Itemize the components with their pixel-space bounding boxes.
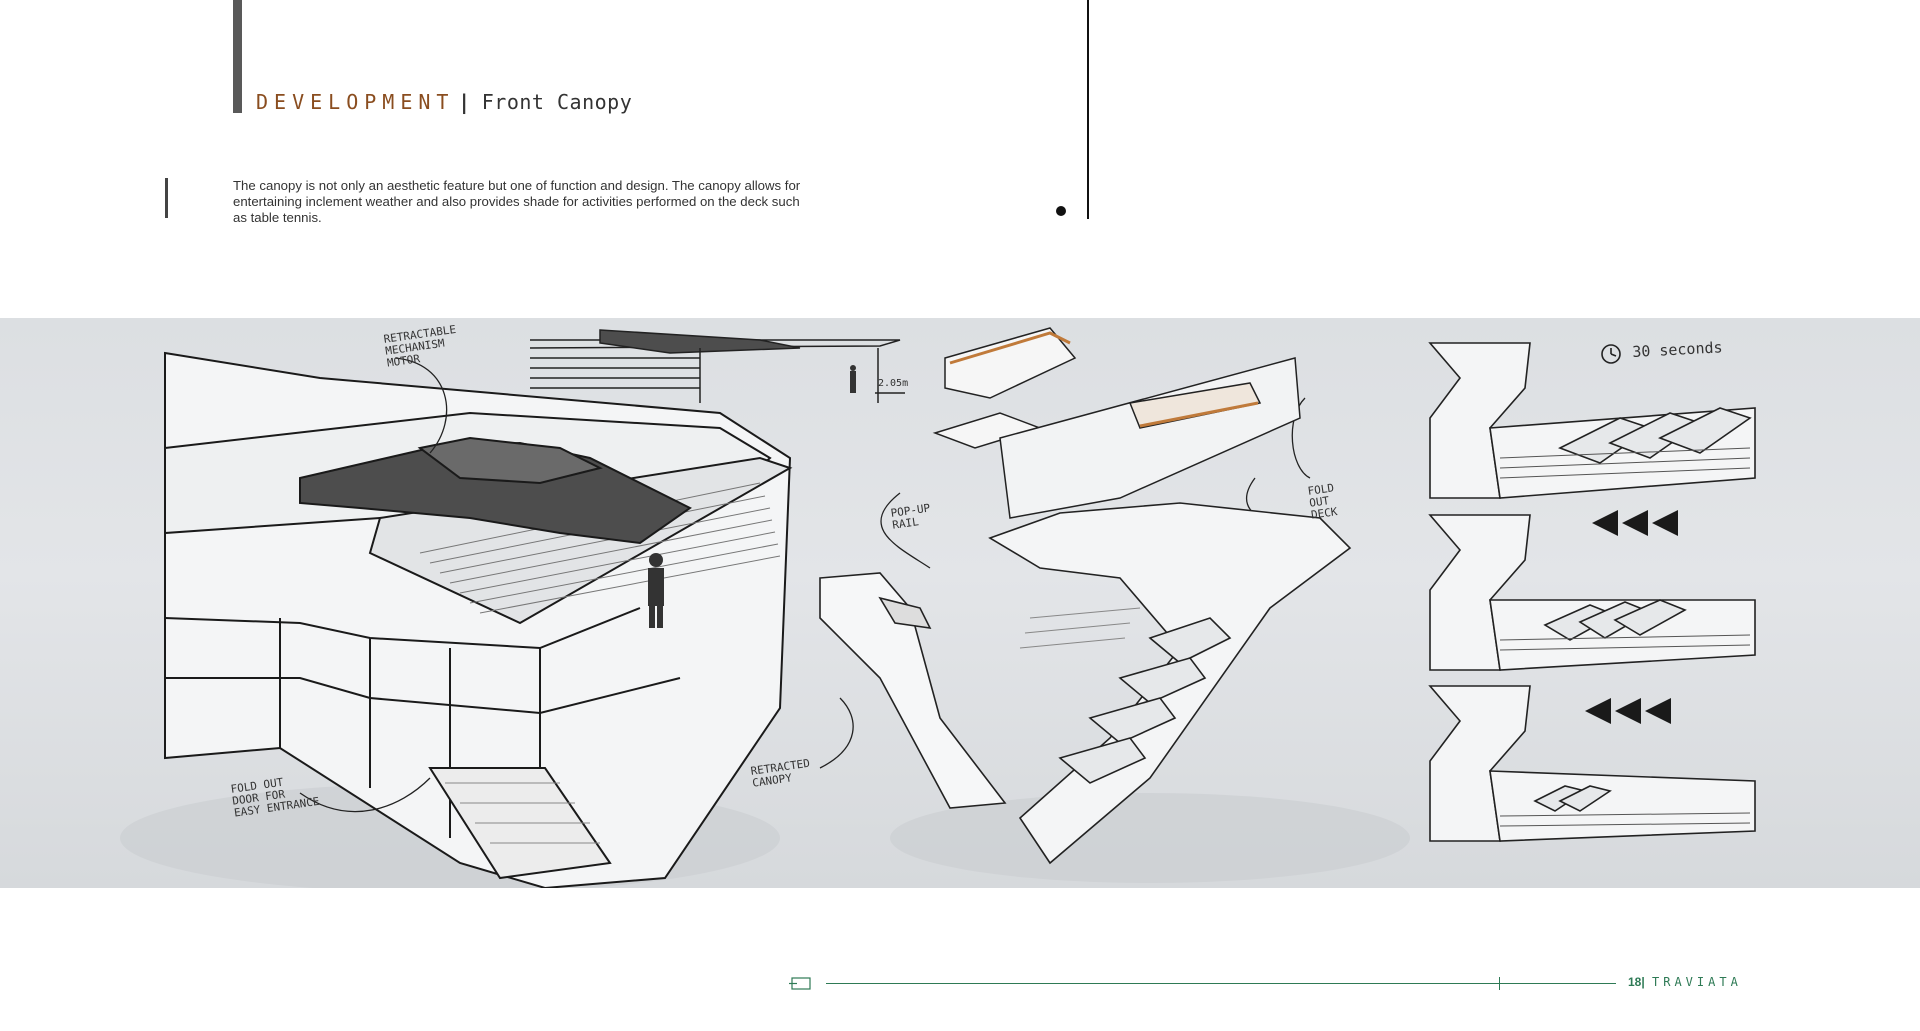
canopy-sequence-sketches bbox=[1428, 342, 1756, 842]
body-paragraph: The canopy is not only an aesthetic feat… bbox=[233, 178, 801, 225]
footer-rectangle-icon bbox=[789, 977, 811, 990]
pop-up-rail-sketch bbox=[932, 327, 1301, 519]
main-deck-sketch bbox=[164, 351, 793, 888]
title-accent-bar bbox=[233, 0, 242, 113]
page-number: 18| bbox=[1628, 975, 1645, 989]
heading-section: DEVELOPMENT bbox=[256, 90, 455, 114]
footer-rule-tick bbox=[1499, 977, 1500, 990]
sequence-frame-1 bbox=[1428, 342, 1756, 499]
paragraph-accent-bar bbox=[165, 178, 168, 218]
retract-direction-arrows bbox=[1585, 510, 1678, 724]
heading-separator: | bbox=[460, 90, 468, 114]
stopwatch-icon bbox=[1601, 344, 1621, 364]
annotation-height-dimension: 2.05m bbox=[878, 378, 909, 389]
vertical-divider bbox=[1087, 0, 1089, 219]
divider-dot bbox=[1056, 206, 1066, 216]
footer-rule bbox=[826, 983, 1616, 984]
annotation-timer: 30 seconds bbox=[1631, 338, 1723, 361]
side-elevation-sketch bbox=[529, 329, 905, 403]
annotation-fold-out-deck: FOLD OUT DECK bbox=[1306, 481, 1339, 522]
concept-sketch-panel: RETRACTABLE MECHANISM MOTOR FOLD OUT DOO… bbox=[0, 318, 1920, 888]
sequence-frame-3 bbox=[1428, 685, 1756, 842]
sketch-illustrations bbox=[120, 327, 1756, 888]
brand-name: TRAVIATA bbox=[1652, 975, 1742, 989]
page-heading: DEVELOPMENT | Front Canopy bbox=[256, 90, 632, 120]
heading-topic: Front Canopy bbox=[481, 90, 633, 114]
retracted-canopy-sketch bbox=[819, 502, 1352, 865]
sequence-frame-2 bbox=[1428, 514, 1756, 671]
